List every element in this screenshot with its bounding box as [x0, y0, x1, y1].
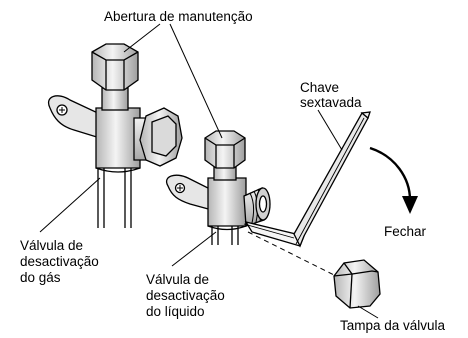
gas-valve: [47, 43, 183, 228]
liquid-valve: [165, 130, 271, 245]
gas-valve-label-line1: Válvula de: [20, 238, 84, 253]
cap-guide-line: [247, 231, 337, 277]
gas-valve-label-line2: desactivação: [20, 254, 99, 269]
leader-service-port-gas: [123, 23, 161, 53]
service-port-label: Abertura de manutenção: [104, 9, 253, 24]
leader-service-port-liquid: [169, 23, 223, 139]
valve-cap-label: Tampa da válvula: [340, 318, 446, 333]
liquid-valve-label-line2: desactivação: [146, 288, 225, 303]
leader-liquid-valve: [171, 231, 217, 267]
valve-cap: [333, 259, 381, 309]
hex-key: [243, 111, 371, 248]
hex-key-label-line2: sextavada: [300, 95, 362, 110]
hex-key-label-line1: Chave: [300, 80, 340, 95]
gas-valve-label-line3: do gás: [20, 270, 61, 285]
liquid-valve-label-line3: do líquido: [146, 304, 205, 319]
close-label: Fechar: [384, 224, 427, 239]
leader-valve-cap: [357, 305, 379, 319]
close-direction-arrow: [369, 146, 418, 214]
leader-hex-key: [317, 109, 343, 151]
leader-gas-valve: [39, 177, 101, 233]
liquid-valve-label-line1: Válvula de: [146, 272, 210, 287]
